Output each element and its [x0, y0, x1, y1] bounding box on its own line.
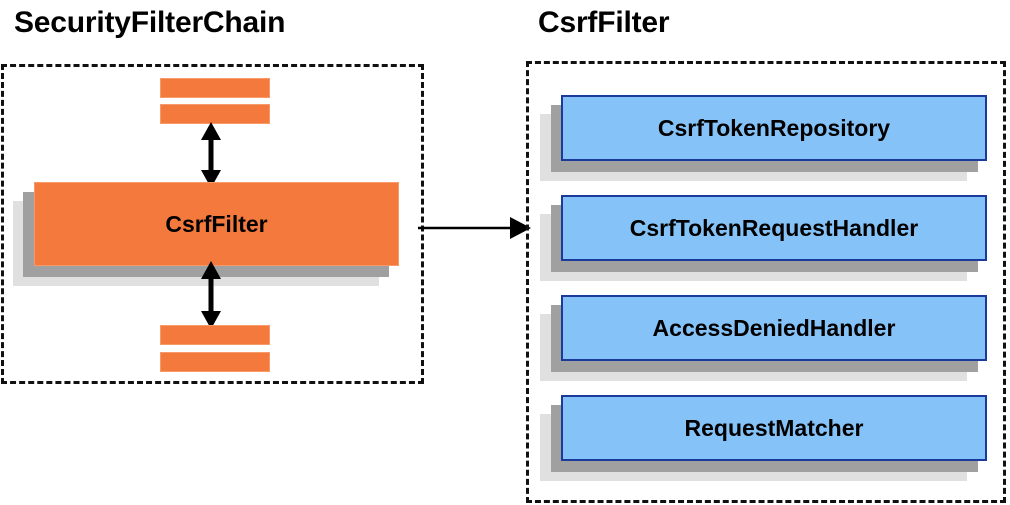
collaborator-face: RequestMatcher — [561, 395, 987, 461]
filter-bar-above-2 — [160, 104, 270, 124]
csrf-filter-label: CsrfFilter — [165, 210, 268, 237]
page-title-csrf-filter: CsrfFilter — [538, 6, 670, 39]
collaborator-label: RequestMatcher — [684, 414, 864, 441]
collaborator-face: CsrfTokenRequestHandler — [561, 195, 987, 261]
csrf-filter-face: CsrfFilter — [34, 182, 399, 266]
filter-bar-below-2 — [160, 352, 270, 372]
collaborator-face: CsrfTokenRepository — [561, 95, 987, 161]
zoom-in-arrow — [418, 217, 531, 239]
page-title-security-filter-chain: SecurityFilterChain — [14, 6, 286, 39]
collaborator-box-access-denied-handler[interactable]: AccessDeniedHandler — [540, 295, 1007, 381]
filter-bar-above-1 — [160, 78, 270, 98]
collaborator-label: CsrfTokenRequestHandler — [629, 214, 919, 241]
collaborator-box-csrf-token-request-handler[interactable]: CsrfTokenRequestHandler — [540, 195, 1007, 281]
bidirectional-arrow-below — [201, 261, 221, 329]
filter-bar-below-1 — [160, 325, 270, 345]
csrf-filter-detail-container — [526, 61, 1006, 503]
collaborator-label: AccessDeniedHandler — [652, 314, 896, 341]
security-filter-chain-container — [1, 64, 424, 384]
collaborator-label: CsrfTokenRepository — [657, 114, 891, 141]
collaborator-face: AccessDeniedHandler — [561, 295, 987, 361]
collaborator-box-csrf-token-repository[interactable]: CsrfTokenRepository — [540, 95, 1007, 181]
csrf-filter-box[interactable]: CsrfFilter — [13, 182, 409, 286]
collaborator-box-request-matcher[interactable]: RequestMatcher — [540, 395, 1007, 481]
bidirectional-arrow-above — [201, 122, 221, 188]
